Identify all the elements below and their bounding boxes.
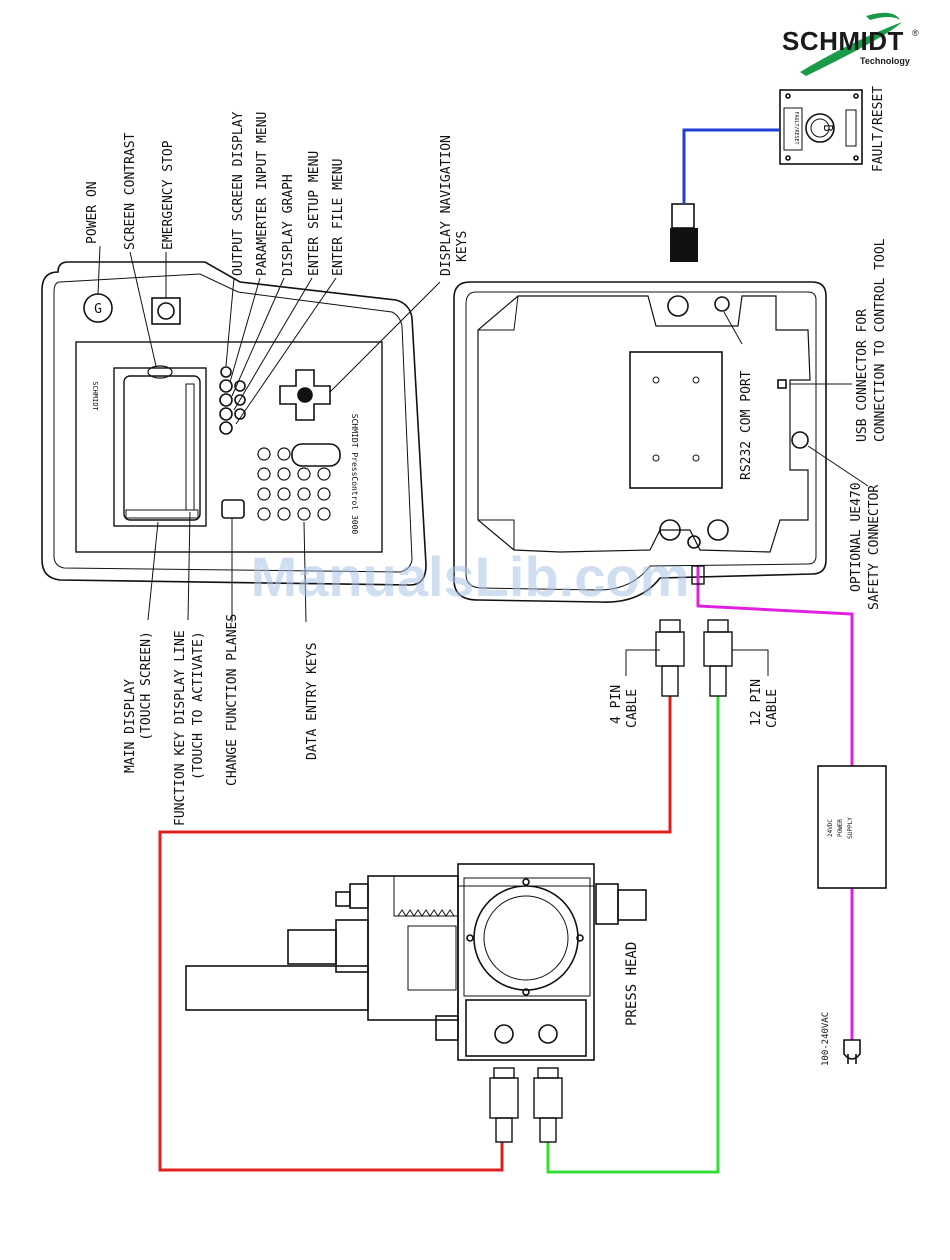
fault-key-letter: B — [821, 124, 835, 131]
panel-brand: SCHMIDT — [91, 381, 99, 411]
logo-swoosh — [800, 12, 902, 76]
label-main-display-2: (TOUCH SCREEN) — [139, 631, 154, 741]
label-4-pin-1: 4 PIN — [609, 685, 624, 724]
logo-name: SCHMIDT — [782, 26, 904, 56]
label-ue470-2: SAFETY CONNECTOR — [867, 485, 882, 610]
label-change-function-planes: CHANGE FUNCTION PLANES — [225, 614, 240, 786]
power-supply-line-3: SUPPLY — [847, 817, 854, 839]
fault-reset-box — [779, 89, 863, 165]
label-output-screen-display: OUTPUT SCREEN DISPLAY — [231, 111, 246, 276]
power-supply-line-2: POWER — [837, 819, 844, 837]
data-entry-keypad — [257, 447, 331, 521]
blue-cable — [682, 128, 780, 204]
cable-leader-lines — [625, 649, 769, 676]
controller-front-panel — [41, 261, 427, 586]
label-12-pin-1: 12 PIN — [749, 679, 764, 726]
label-mains: 100-240VAC — [821, 1012, 831, 1066]
label-4-pin-2: CABLE — [625, 689, 640, 728]
function-keys — [219, 366, 246, 435]
mains-plug — [843, 1039, 861, 1064]
fault-cable-connector — [670, 203, 698, 262]
press-head — [185, 863, 647, 1061]
label-usb-2: CONNECTION TO CONTROL TOOL — [873, 238, 888, 442]
panel-model: SCHMIDT PressControl 3000 — [350, 414, 359, 535]
label-press-head: PRESS HEAD — [624, 942, 640, 1026]
label-data-entry-keys: DATA ENTRY KEYS — [305, 643, 320, 760]
label-power-on: POWER ON — [85, 181, 100, 244]
power-supply-line-1: 24VDC — [827, 819, 834, 837]
label-enter-file-menu: ENTER FILE MENU — [331, 159, 346, 276]
label-function-key-line-2: (TOUCH TO ACTIVATE) — [191, 631, 206, 780]
watermark: ManualsLib.com — [251, 545, 690, 608]
front-leader-lines — [97, 245, 441, 623]
label-main-display-1: MAIN DISPLAY — [123, 679, 138, 773]
power-key-letter: G — [94, 302, 102, 317]
label-fault-reset: FAULT/RESET — [871, 86, 886, 172]
label-screen-contrast: SCREEN CONTRAST — [123, 132, 138, 250]
red-cable — [158, 696, 672, 1172]
controller-rear-panel — [453, 281, 827, 603]
schmidt-logo: SCHMIDT ® Technology — [770, 6, 940, 78]
green-cable — [546, 696, 720, 1174]
rear-leader-lines — [723, 311, 869, 487]
label-parameter-input-menu: PARAMERTER INPUT MENU — [255, 112, 270, 276]
label-enter-setup-menu: ENTER SETUP MENU — [307, 151, 322, 276]
label-rs232: RS232 COM PORT — [739, 370, 754, 480]
logo-registered: ® — [912, 28, 919, 38]
label-emergency-stop: EMERGENCY STOP — [161, 140, 176, 250]
cable-connectors — [655, 565, 733, 697]
label-ue470-1: OPTIONAL UE470 — [849, 482, 864, 592]
press-head-connectors — [489, 1067, 563, 1143]
cables — [158, 128, 854, 1174]
fault-box-label: FAULT/RESET — [793, 111, 799, 144]
label-12-pin-2: CABLE — [765, 689, 780, 728]
power-supply: 24VDC POWER SUPPLY — [817, 765, 887, 889]
label-display-navigation-2: KEYS — [455, 231, 470, 262]
label-display-navigation-1: DISPLAY NAVIGATION — [439, 135, 454, 276]
label-function-key-line-1: FUNCTION KEY DISPLAY LINE — [173, 630, 188, 826]
label-display-graph: DISPLAY GRAPH — [281, 174, 296, 276]
logo-subtitle: Technology — [860, 56, 910, 66]
magenta-cable — [696, 566, 854, 766]
label-usb-1: USB CONNECTOR FOR — [855, 309, 870, 442]
